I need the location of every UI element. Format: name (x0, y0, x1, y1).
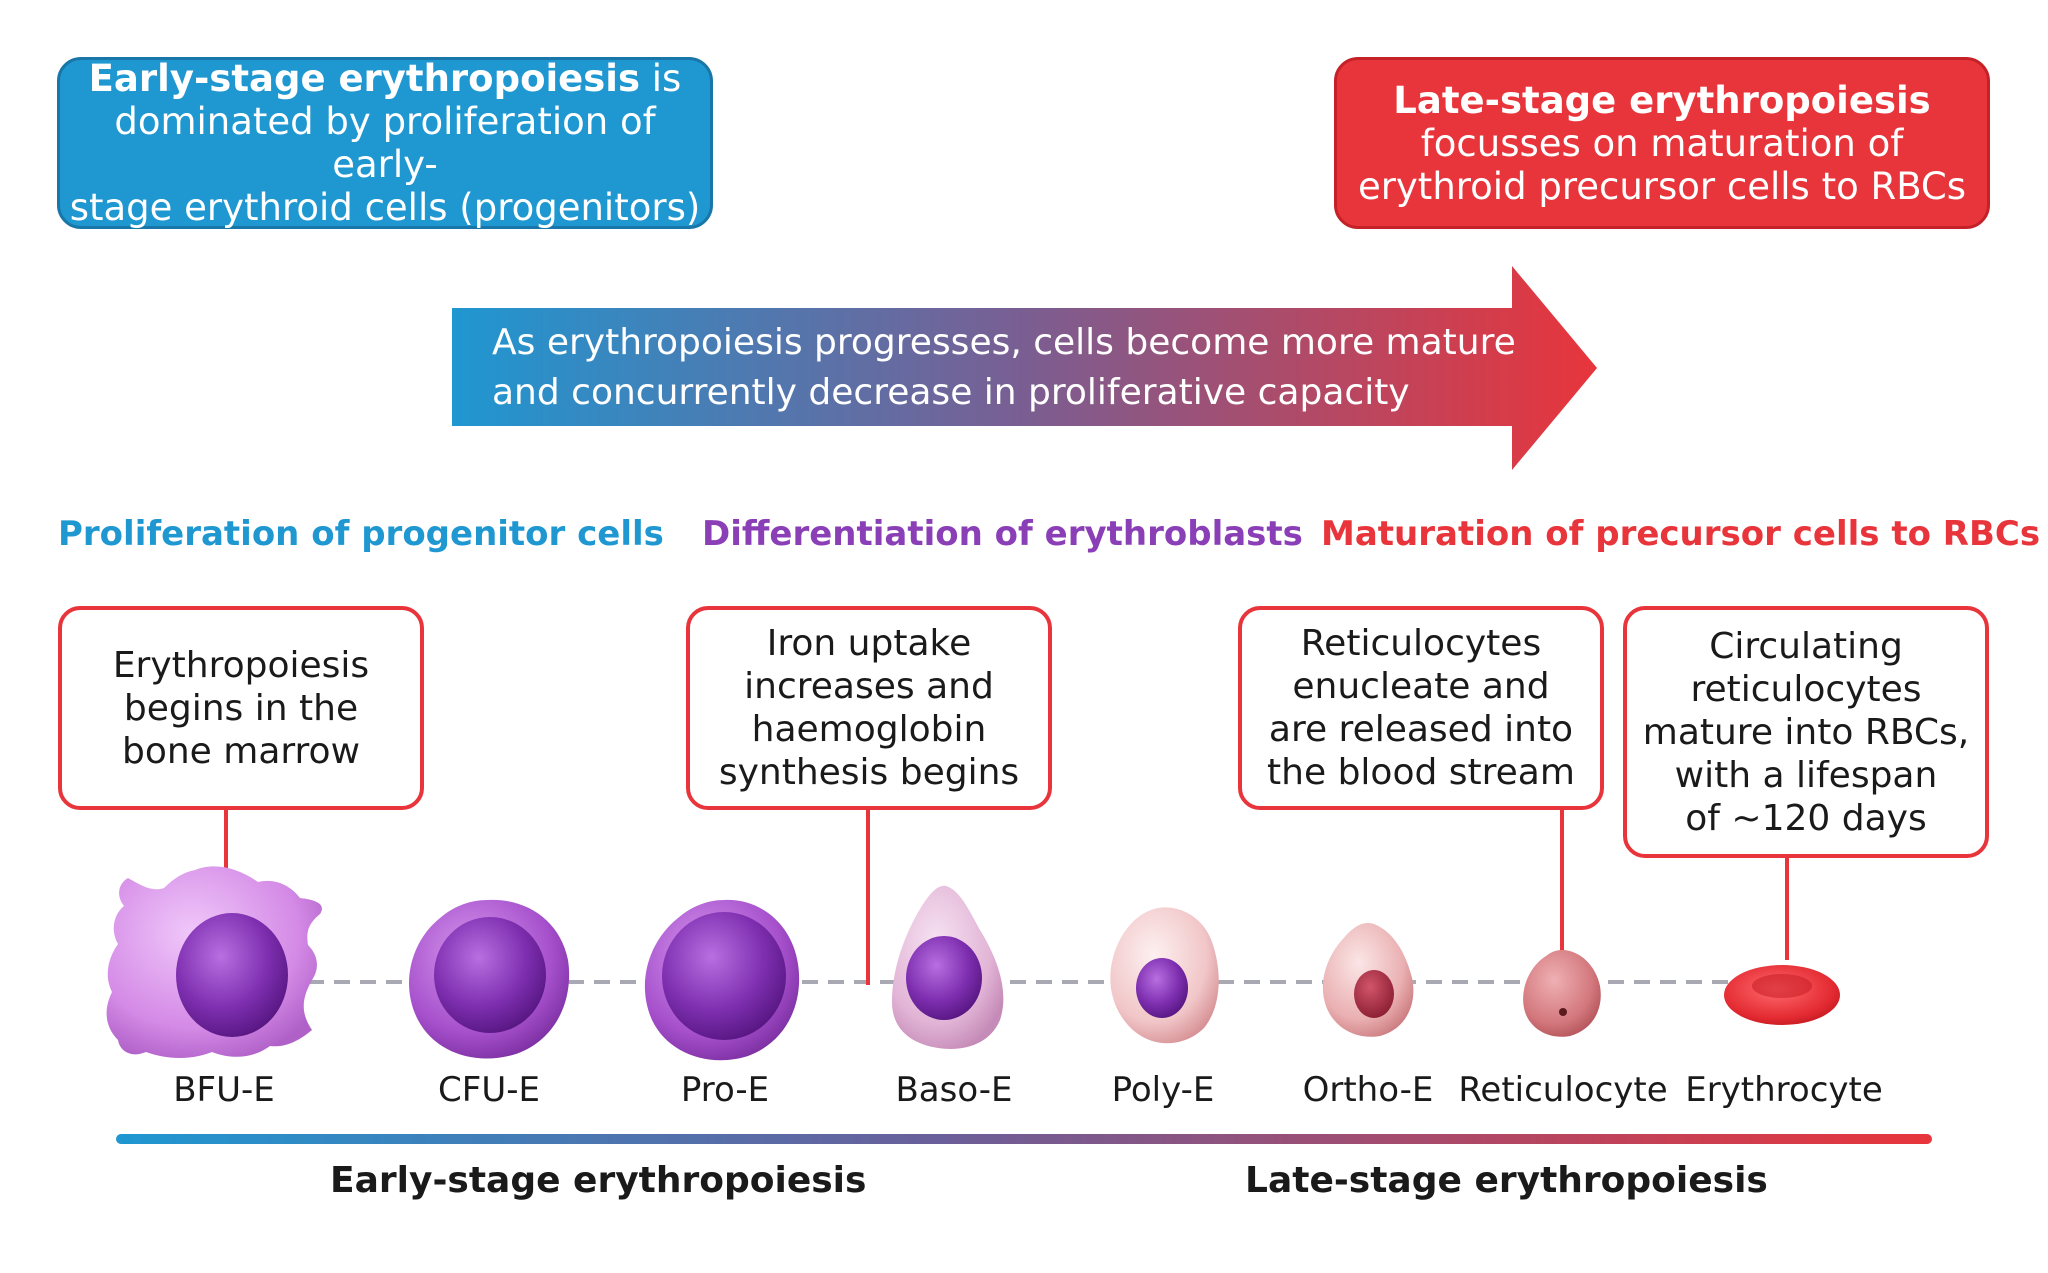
callout-2-line-3: haemoglobin (751, 709, 987, 750)
early-box-text-1: is (651, 57, 682, 100)
callout-iron-uptake: Iron uptake increases and haemoglobin sy… (686, 606, 1052, 810)
cell-erythrocyte (1724, 965, 1840, 1025)
cell-label-baso-e: Baso-E (895, 1070, 1013, 1110)
late-box-title: Late-stage erythropoiesis (1393, 78, 1931, 122)
phase-differentiation-heading: Differentiation of erythroblasts (702, 514, 1303, 554)
cell-pro-e (644, 899, 800, 1061)
progression-arrow-text: As erythropoiesis progresses, cells beco… (492, 318, 1516, 418)
cell-label-reticulocyte: Reticulocyte (1458, 1070, 1668, 1110)
cell-cfu-e (409, 899, 570, 1059)
phase-maturation-heading: Maturation of precursor cells to RBCs (1321, 514, 2041, 554)
late-box-text-3: erythroid precursor cells to RBCs (1357, 164, 1967, 208)
early-box-text-3: stage erythroid cells (progenitors) (69, 186, 701, 229)
callout-4-line-2: reticulocytes (1690, 668, 1922, 710)
callout-2-line-4: synthesis begins (718, 752, 1020, 793)
progression-arrow (452, 266, 1597, 470)
arrow-text-line-1: As erythropoiesis progresses, cells beco… (492, 322, 1516, 363)
early-box-text-2: dominated by proliferation of early- (114, 100, 656, 186)
late-box-text-2: focusses on maturation of (1420, 121, 1904, 165)
callout-1-line-1: Erythropoiesis (112, 644, 370, 686)
callout-2-line-2: increases and (744, 666, 994, 707)
cell-baso-e (892, 885, 1004, 1049)
callout-2-line-1: Iron uptake (766, 623, 972, 664)
arrow-text-line-2: and concurrently decrease in proliferati… (492, 372, 1410, 413)
early-stage-summary-box: Early-stage erythropoiesis is dominated … (57, 57, 713, 229)
stage-gradient-bar (116, 1134, 1932, 1144)
cell-label-cfu-e: CFU-E (438, 1070, 540, 1110)
cell-poly-e (1110, 907, 1219, 1044)
callout-3-line-2: enucleate and (1292, 666, 1550, 707)
callout-4-line-5: of ~120 days (1685, 797, 1927, 839)
cell-ortho-e (1322, 922, 1414, 1037)
cell-label-pro-e: Pro-E (680, 1070, 770, 1110)
cell-label-erythrocyte: Erythrocyte (1685, 1070, 1883, 1110)
callout-1-line-2: begins in the (123, 687, 359, 729)
callout-3-line-1: Reticulocytes (1300, 623, 1542, 664)
callout-4-line-1: Circulating (1709, 625, 1903, 667)
callout-3-line-4: the blood stream (1267, 752, 1575, 793)
cell-label-ortho-e: Ortho-E (1302, 1070, 1434, 1110)
callout-4-line-3: mature into RBCs, (1642, 711, 1970, 753)
callout-4-line-4: with a lifespan (1674, 754, 1938, 796)
early-box-title: Early-stage erythropoiesis (88, 57, 641, 100)
callout-3-line-3: are released into (1268, 709, 1574, 750)
cell-reticulocyte (1523, 950, 1601, 1037)
callout-circulating-reticulocytes: Circulating reticulocytes mature into RB… (1623, 606, 1989, 858)
cell-bfu-e (106, 866, 322, 1058)
late-stage-summary-box: Late-stage erythropoiesis focusses on ma… (1334, 57, 1990, 229)
callout-enucleation: Reticulocytes enucleate and are released… (1238, 606, 1604, 810)
phase-proliferation-heading: Proliferation of progenitor cells (58, 514, 664, 554)
stage-label-early: Early-stage erythropoiesis (330, 1160, 867, 1201)
callout-bone-marrow: Erythropoiesis begins in the bone marrow (58, 606, 424, 810)
callout-1-line-3: bone marrow (121, 730, 361, 772)
cell-label-poly-e: Poly-E (1111, 1070, 1215, 1110)
cell-label-bfu-e: BFU-E (173, 1070, 275, 1110)
stage-label-late: Late-stage erythropoiesis (1245, 1160, 1768, 1201)
